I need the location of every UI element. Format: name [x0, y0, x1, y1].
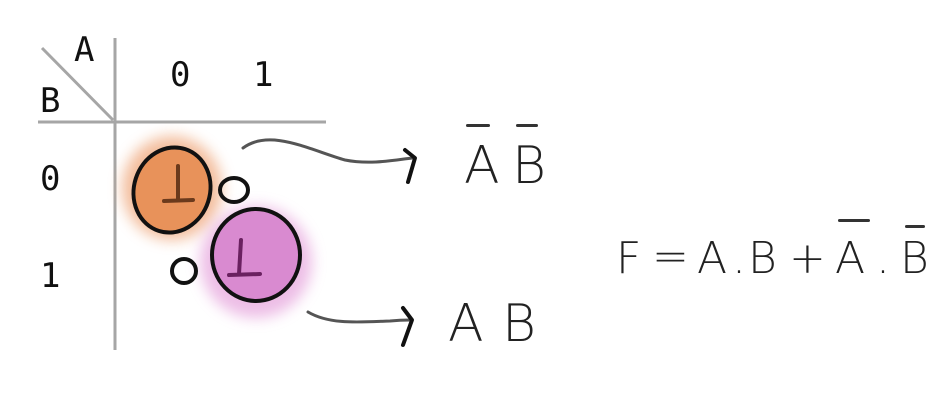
row-header-1: 1	[40, 256, 61, 296]
group-circle-pink	[210, 207, 302, 303]
column-header-1: 1	[253, 55, 274, 95]
term-ab-b: B	[502, 294, 541, 354]
variable-label-b: B	[40, 81, 61, 121]
overline-equation-b	[905, 225, 925, 228]
overline-equation-a	[838, 219, 870, 222]
equation-dot-2: .	[876, 233, 894, 284]
overline-a	[466, 124, 490, 127]
cell-mark-0-bottom	[170, 257, 198, 285]
variable-label-a: A	[74, 30, 95, 70]
equation-equals: =	[652, 231, 693, 282]
equation-term1-b: B	[748, 233, 781, 284]
column-header-0: 0	[170, 55, 191, 95]
equation-dot-1: .	[732, 233, 750, 284]
term-abar-bbar-b: B	[512, 136, 551, 196]
equation-plus: +	[789, 233, 830, 284]
equation-term2-b: B	[900, 233, 933, 284]
cell-mark-1-pink	[227, 238, 262, 277]
equation-lhs: F	[616, 233, 646, 284]
cell-mark-0-top	[218, 176, 250, 204]
cell-mark-1-orange	[162, 164, 195, 203]
term-abar-bbar-a: A	[464, 136, 504, 196]
grid-diagonal-line	[40, 46, 115, 122]
group-circle-orange	[131, 145, 213, 235]
overline-b	[516, 124, 538, 127]
arrowhead-term-abar-bbar	[403, 148, 417, 184]
arrow-to-term-ab	[306, 310, 412, 324]
arrow-to-term-abar-bbar	[241, 138, 414, 164]
equation-term1-a: A	[697, 233, 732, 284]
equation-term2-a: A	[835, 233, 870, 284]
arrowhead-term-ab	[401, 306, 414, 347]
term-ab-a: A	[448, 294, 488, 354]
row-header-0: 0	[40, 159, 61, 199]
